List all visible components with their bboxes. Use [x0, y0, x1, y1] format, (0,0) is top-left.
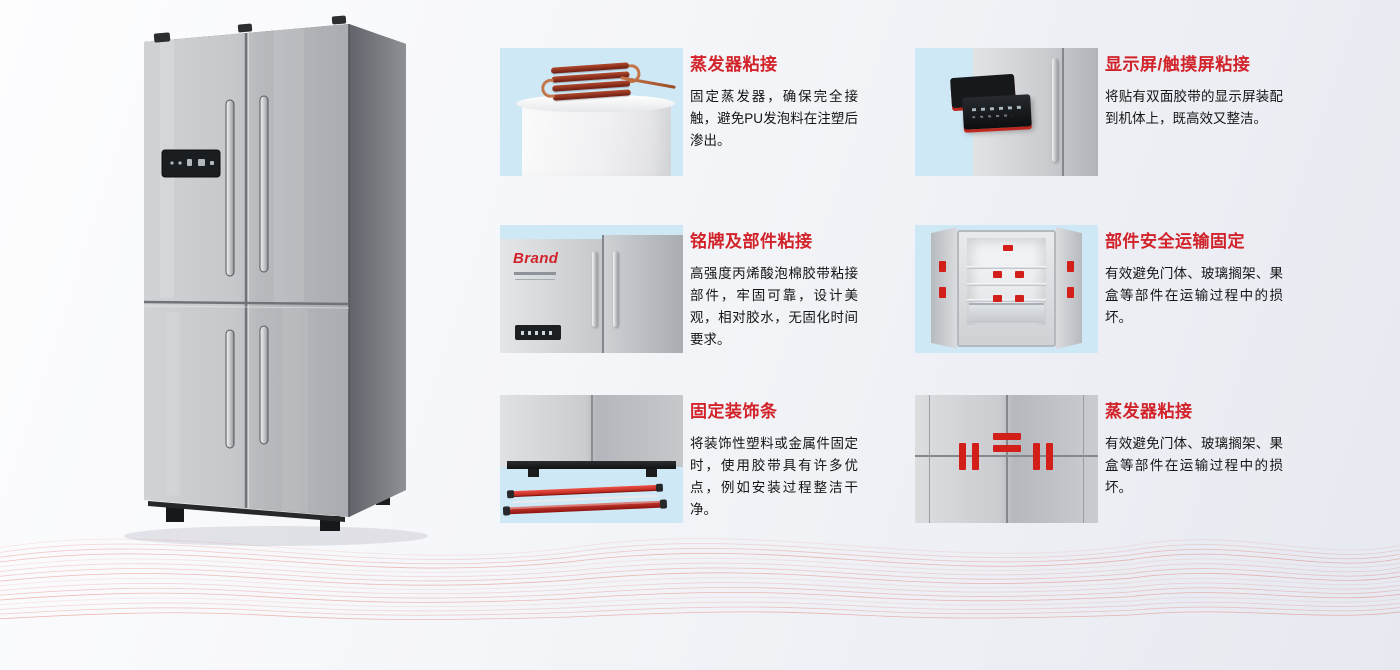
glass-shelf [967, 283, 1046, 287]
door-seam [1062, 48, 1064, 176]
feature-nameplate-bonding: 铭牌及部件粘接 高强度丙烯酸泡棉胶带粘接部件，牢固可靠，设计美观，相对胶水，无固… [690, 227, 858, 350]
glass-shelf [967, 298, 1046, 302]
thumbnail-transport-fixing [915, 225, 1098, 353]
door-handle [613, 251, 618, 327]
door-handles [225, 95, 269, 449]
display-icons [170, 159, 214, 166]
feature-body: 将装饰性塑料或金属件固定时，使用胶带具有许多优点，例如安装过程整洁干净。 [690, 436, 858, 517]
door-handle [592, 251, 597, 327]
floor-shadow [124, 526, 428, 546]
door-seam-horizontal [915, 455, 1098, 457]
fixing-tape [1003, 245, 1013, 251]
door-seams [143, 33, 350, 508]
feature-evaporator-bonding: 蒸发器粘接 固定蒸发器，确保完全接触，避免PU发泡料在注塑后渗出。 [690, 50, 858, 152]
fridge-interior [967, 238, 1046, 325]
mini-display-panel [515, 325, 561, 340]
fixing-tape [939, 287, 946, 298]
feature-title: 蒸发器粘接 [1105, 402, 1193, 421]
feature-title: 显示屏/触摸屏粘接 [1105, 55, 1251, 74]
feature-body: 将贴有双面胶带的显示屏装配到机体上，既高效又整洁。 [1105, 89, 1283, 126]
crisper-drawer [969, 303, 1044, 323]
feature-display-bonding: 显示屏/触摸屏粘接 将贴有双面胶带的显示屏装配到机体上，既高效又整洁。 [1105, 50, 1283, 130]
freezer-unit-image [522, 104, 671, 176]
feature-title: 蒸发器粘接 [690, 55, 778, 74]
fixing-tape [1067, 287, 1074, 298]
fridge-foot [646, 469, 657, 477]
fridge-side-panel [349, 24, 406, 517]
feature-body: 固定蒸发器，确保完全接触，避免PU发泡料在注塑后渗出。 [690, 89, 858, 148]
brand-subtext-lines [514, 272, 556, 275]
fixing-tape [1067, 261, 1074, 272]
thumbnail-taped-fridge [915, 395, 1098, 523]
thumbnail-evaporator-bonding [500, 48, 683, 176]
fixing-tape [1046, 443, 1053, 470]
display-panel-front [962, 94, 1032, 130]
door-seam [602, 235, 604, 353]
fixing-tape [959, 443, 966, 470]
thumbnail-display-bonding [915, 48, 1098, 176]
decorative-strip [509, 484, 661, 498]
feature-taped-fridge: 蒸发器粘接 有效避免门体、玻璃搁架、果盒等部件在运输过程中的损坏。 [1105, 397, 1283, 499]
door-seam [590, 395, 593, 467]
fixing-tape [1015, 295, 1024, 302]
door-seam-vertical [1005, 395, 1008, 523]
feature-body: 有效避免门体、玻璃搁架、果盒等部件在运输过程中的损坏。 [1105, 266, 1283, 325]
feature-body: 高强度丙烯酸泡棉胶带粘接部件，牢固可靠，设计美观，相对胶水，无固化时间要求。 [690, 266, 858, 347]
door-edge-right [1083, 395, 1084, 523]
door-highlights [160, 28, 308, 512]
fixing-tape [993, 445, 1021, 452]
fixing-tape [993, 433, 1021, 440]
brand-nameplate: Brand [513, 250, 559, 267]
door-edge-left [929, 395, 930, 523]
fridge-base-plinth [148, 501, 345, 522]
refrigerator-illustration [124, 15, 428, 546]
feature-title: 固定装饰条 [690, 402, 778, 421]
thumbnail-nameplate-bonding: Brand [500, 225, 683, 353]
feature-decorative-strips: 固定装饰条 将装饰性塑料或金属件固定时，使用胶带具有许多优点，例如安装过程整洁干… [690, 397, 858, 520]
feature-title: 铭牌及部件粘接 [690, 232, 813, 251]
fixing-tape [972, 443, 979, 470]
fixing-tape [993, 295, 1002, 302]
fixing-tape [939, 261, 946, 272]
top-hinges [153, 15, 347, 43]
door-handle [1052, 58, 1058, 162]
glass-shelf [967, 265, 1046, 269]
thumbnail-decorative-strips [500, 395, 683, 523]
feature-title: 部件安全运输固定 [1105, 232, 1245, 251]
fridge-base [507, 461, 676, 469]
fixing-tape [1015, 271, 1024, 278]
fridge-foot [528, 469, 539, 477]
fixing-tape [1033, 443, 1040, 470]
feature-transport-fixing: 部件安全运输固定 有效避免门体、玻璃搁架、果盒等部件在运输过程中的损坏。 [1105, 227, 1283, 329]
feature-body: 有效避免门体、玻璃搁架、果盒等部件在运输过程中的损坏。 [1105, 436, 1283, 495]
decorative-strip [505, 500, 665, 515]
evaporator-coil [547, 62, 635, 104]
fixing-tape [993, 271, 1002, 278]
